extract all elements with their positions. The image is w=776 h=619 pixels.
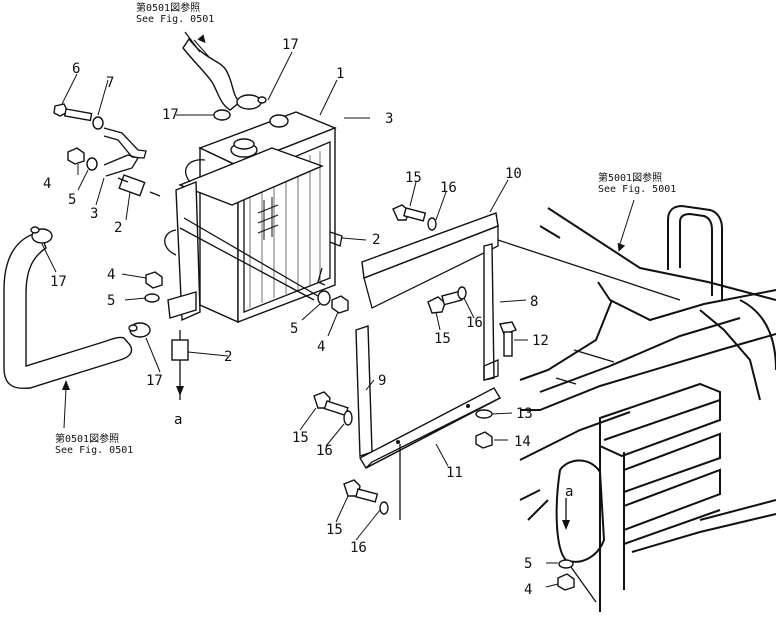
plate-8 bbox=[483, 243, 499, 381]
nut-14 bbox=[475, 431, 493, 449]
bolt-6 bbox=[53, 103, 93, 122]
lower-hose bbox=[3, 231, 133, 390]
machine-frame bbox=[519, 207, 776, 553]
nut-4-left bbox=[67, 147, 85, 165]
marker-a-left: a bbox=[174, 412, 182, 428]
callout-2-lower: 2 bbox=[224, 349, 232, 365]
nut-4-right bbox=[331, 295, 349, 314]
callout-11: 11 bbox=[446, 465, 463, 481]
upper-hose bbox=[182, 31, 242, 111]
callout-5-body: 5 bbox=[524, 556, 532, 572]
callout-3-right: 3 bbox=[385, 111, 393, 127]
callout-13: 13 bbox=[516, 406, 533, 422]
reference-note-left: 第0501図参照 See Fig. 0501 bbox=[55, 432, 133, 456]
callout-4-mid: 4 bbox=[107, 267, 115, 283]
callout-10: 10 bbox=[505, 166, 522, 182]
callout-labels: 1 2 2 2 3 3 4 4 4 4 5 5 5 5 6 7 8 9 10 1… bbox=[43, 37, 549, 598]
bolt-15-b bbox=[427, 290, 463, 314]
mount-2-lower bbox=[171, 330, 189, 400]
callout-15-c: 15 bbox=[292, 430, 309, 446]
callout-2-upper: 2 bbox=[114, 220, 122, 236]
plate-9 bbox=[355, 325, 373, 457]
marker-arrow-a-right bbox=[562, 498, 570, 530]
callout-5-left: 5 bbox=[68, 192, 76, 208]
bolt-15-a bbox=[392, 204, 427, 222]
hose-clamp-mid bbox=[213, 109, 231, 121]
callout-16-c: 16 bbox=[316, 443, 333, 459]
callout-5-right: 5 bbox=[290, 321, 298, 337]
reference-note-right: 第5001図参照 See Fig. 5001 bbox=[598, 171, 676, 195]
callout-4-left: 4 bbox=[43, 176, 51, 192]
grille bbox=[599, 382, 721, 612]
reference-note-top-jp: 第0501図参照 bbox=[136, 1, 200, 14]
callout-17-lower: 17 bbox=[146, 373, 163, 389]
callout-4-right: 4 bbox=[317, 339, 325, 355]
bolt-15-c bbox=[313, 391, 349, 417]
callout-3-left: 3 bbox=[90, 206, 98, 222]
plate-10 bbox=[361, 212, 681, 309]
core-grid-mark bbox=[257, 197, 279, 240]
hose-clamp-lower bbox=[128, 322, 151, 338]
callout-15-b: 15 bbox=[434, 331, 451, 347]
marker-a-right: a bbox=[565, 484, 573, 500]
callout-15-d: 15 bbox=[326, 522, 343, 538]
callout-9: 9 bbox=[378, 373, 386, 389]
plate-11 bbox=[359, 387, 501, 520]
washer-16-d bbox=[379, 501, 389, 515]
washer-5-left bbox=[86, 157, 98, 171]
leader-lines bbox=[41, 39, 635, 588]
callout-2-right: 2 bbox=[372, 232, 380, 248]
callout-1: 1 bbox=[336, 66, 344, 82]
callout-16-d: 16 bbox=[350, 540, 367, 556]
washer-5-right bbox=[317, 290, 331, 306]
reference-note-right-en: See Fig. 5001 bbox=[598, 184, 676, 195]
bolt-12 bbox=[499, 321, 517, 357]
reference-note-right-jp: 第5001図参照 bbox=[598, 171, 662, 184]
reference-note-left-en: See Fig. 0501 bbox=[55, 445, 133, 456]
washer-16-a bbox=[427, 217, 437, 231]
washer-5-mid bbox=[144, 293, 160, 303]
callout-16-a: 16 bbox=[440, 180, 457, 196]
hose-clamp-upper bbox=[236, 94, 267, 110]
callout-17-left: 17 bbox=[50, 274, 67, 290]
handrail bbox=[667, 204, 723, 300]
mount-2-upper bbox=[117, 174, 161, 197]
bracket-3 bbox=[103, 127, 147, 177]
body-panel-hole bbox=[555, 459, 606, 563]
callout-7: 7 bbox=[106, 75, 114, 91]
callout-4-body: 4 bbox=[524, 582, 532, 598]
callout-17-mid: 17 bbox=[162, 107, 179, 123]
radiator-foot-bracket bbox=[167, 291, 197, 319]
nut-4-mid bbox=[145, 271, 163, 289]
reference-note-top: 第0501図参照 See Fig. 0501 bbox=[136, 1, 214, 25]
washer-13 bbox=[475, 409, 493, 419]
reference-note-top-en: See Fig. 0501 bbox=[136, 14, 214, 25]
callout-14: 14 bbox=[514, 434, 531, 450]
nut-4-body bbox=[557, 573, 575, 591]
bolt-15-d bbox=[343, 479, 379, 503]
callout-15-a: 15 bbox=[405, 170, 422, 186]
callout-17-top: 17 bbox=[282, 37, 299, 53]
radiator bbox=[164, 111, 343, 324]
hose-clamp-left bbox=[30, 226, 53, 244]
callout-16-b: 16 bbox=[466, 315, 483, 331]
callout-8: 8 bbox=[530, 294, 538, 310]
callout-12: 12 bbox=[532, 333, 549, 349]
washer-16-b bbox=[457, 286, 467, 300]
washer-5-body bbox=[558, 559, 574, 569]
washer-16-c bbox=[343, 410, 353, 426]
callout-5-mid: 5 bbox=[107, 293, 115, 309]
reference-note-left-jp: 第0501図参照 bbox=[55, 432, 119, 445]
washer-7 bbox=[92, 116, 104, 130]
callout-6: 6 bbox=[72, 61, 80, 77]
